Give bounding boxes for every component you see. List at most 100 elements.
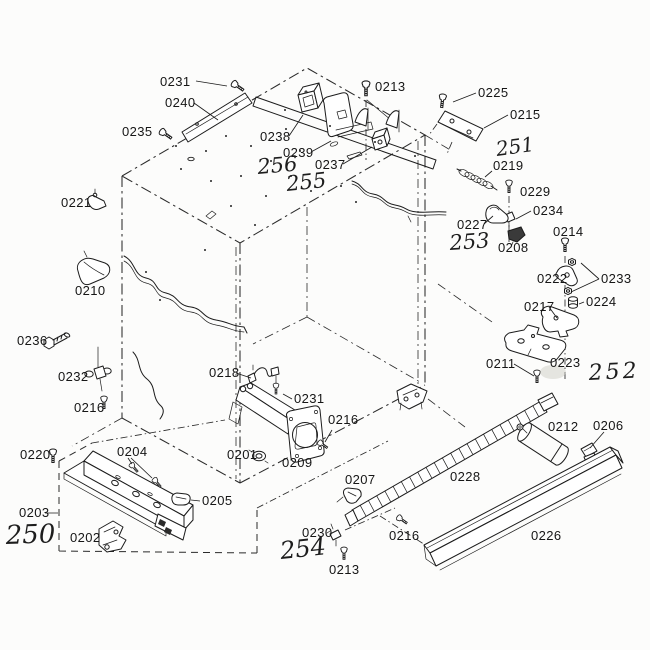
panel-speckles [145,109,416,301]
note-254: 254 [278,532,327,565]
part-label-0229: 0229 [520,184,551,199]
part-label-0230: 0230 [302,525,333,540]
note-251: 251 [493,132,535,161]
part-0218-hose [247,364,280,385]
part-label-0233: 0233 [601,271,632,286]
grille-hatch [359,405,539,517]
screw-0213-bottom [340,546,348,560]
part-0210-pipe-clamp [76,250,111,286]
part-0215-bracket-plate [428,110,484,155]
part-0219-spring [456,168,498,191]
part-label-0223: 0223 [550,355,581,370]
part-label-0231-top: 0231 [160,74,191,89]
part-0205-cap [171,492,191,506]
assembly-boundary-250 [58,419,389,554]
part-label-0214: 0214 [553,224,584,239]
part-0236-bolt [43,332,71,350]
part-label-0202: 0202 [70,530,101,545]
screw-0231-lower [272,382,280,395]
part-label-0209: 0209 [282,455,313,470]
part-label-0216-center: 0216 [328,412,359,427]
part-label-0225: 0225 [478,85,509,100]
part-label-0238: 0238 [260,129,291,144]
note-255: 255 [284,168,327,196]
note-252: 252 [587,358,640,386]
part-label-0212: 0212 [548,419,579,434]
part-label-0222: 0222 [537,271,568,286]
part-0228-grille-rail [344,392,559,549]
part-0202-bracket [98,520,127,553]
part-0232-valve [84,346,112,392]
eraser-smudge [540,365,566,379]
cabinet-bottom-right-edge [239,384,426,484]
handwritten-notes: 256 255 251 253 252 250 254 [4,132,640,565]
part-0238-junction-box [297,82,324,113]
part-0240-bracket-rail [181,92,253,143]
part-label-0232: 0232 [58,369,89,384]
part-label-0217: 0217 [524,299,555,314]
part-label-0204: 0204 [117,444,148,459]
part-label-0220: 0220 [20,447,51,462]
leader-lines [45,80,605,514]
part-label-0205: 0205 [202,493,233,508]
part-label-0226: 0226 [531,528,562,543]
wire-harness-left-lower [132,351,164,420]
part-0221-clamp [87,188,107,210]
part-label-0208: 0208 [498,240,529,255]
part-labels: 0231 0240 0235 0238 0239 0237 0213 0225 … [17,74,632,577]
part-0223-hinge-plate [504,324,567,363]
screw-0225 [437,93,448,109]
part-label-0239: 0239 [283,145,314,160]
part-0226-kick-panel [423,446,624,571]
part-0209-duct [228,382,325,463]
part-hinge-flags [354,107,400,133]
part-label-0207: 0207 [345,472,376,487]
part-label-0218: 0218 [209,365,240,380]
cabinet-bottom-left-edge [121,417,241,484]
part-label-0235: 0235 [122,124,153,139]
part-label-0213-top: 0213 [375,79,406,94]
part-0224-bushing [568,296,578,309]
part-label-0237: 0237 [315,157,346,172]
part-label-0210: 0210 [75,283,106,298]
part-0201-grommet [248,449,269,464]
part-label-0211: 0211 [486,356,516,371]
screw-0231-top [229,78,246,94]
cabinet-corner-bracket [396,383,428,411]
part-label-0224: 0224 [586,294,617,309]
part-label-0201: 0201 [227,447,258,462]
part-label-0219: 0219 [493,158,524,173]
part-label-0216-bottom: 0216 [389,528,420,543]
part-label-0215: 0215 [510,107,541,122]
right-panel-ray [437,283,493,323]
part-label-0206: 0206 [593,418,624,433]
wire-harness-right [351,180,447,223]
screw-0216-bottom [395,513,409,527]
note-253: 253 [448,228,491,255]
part-label-0234: 0234 [533,203,564,218]
part-0203-support-rail [63,450,194,541]
part-label-0216-left: 0216 [74,400,105,415]
screw-0211 [533,369,541,383]
wire-harness-left [123,255,248,334]
part-0207-clip [336,487,362,504]
part-0230-clip [326,507,396,547]
panel-tab-hole [205,210,217,220]
part-label-0236: 0236 [17,333,48,348]
part-0212-roller [516,422,569,466]
cabinet-outline [71,67,493,484]
part-label-0231-lower: 0231 [294,391,325,406]
note-256: 256 [255,152,298,179]
part-label-0203: 0203 [19,505,50,520]
note-250: 250 [4,519,56,551]
part-0227-bracket [485,204,509,224]
part-label-0240: 0240 [165,95,196,110]
part-0237-clamp-block [371,127,391,151]
part-label-0227: 0227 [457,217,488,232]
screw-0235 [157,126,174,142]
part-label-0221: 0221 [61,195,92,210]
part-0222-clip [555,265,578,287]
part-label-0213-bottom: 0213 [329,562,360,577]
part-label-0228: 0228 [450,469,481,484]
